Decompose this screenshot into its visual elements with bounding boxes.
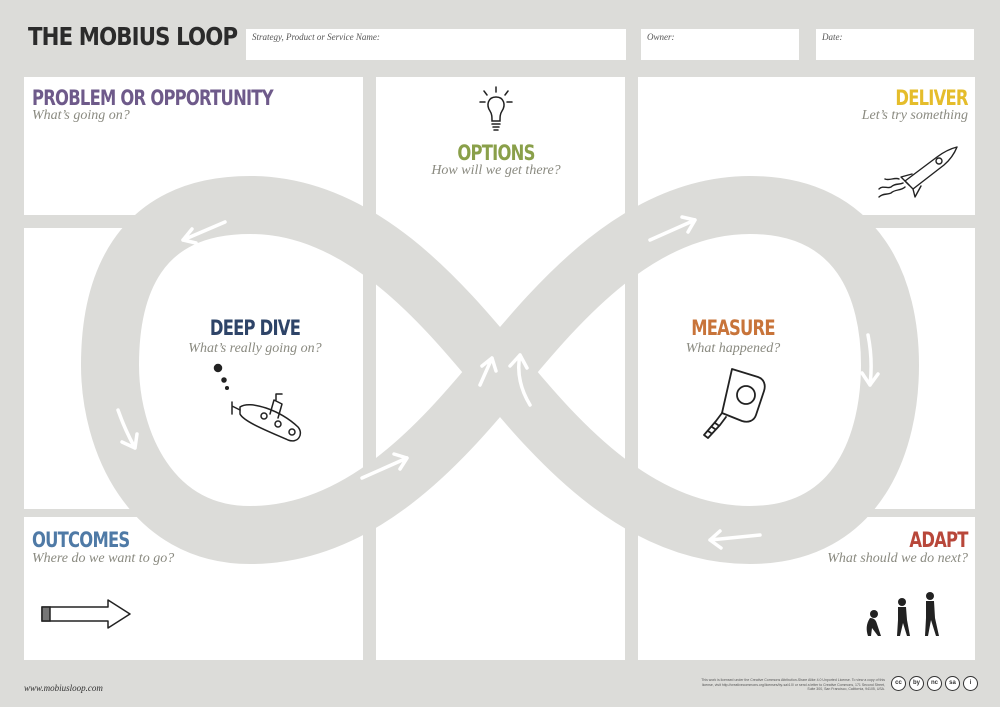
arrow-top-right	[648, 215, 697, 242]
sa-badge-icon: sa	[945, 676, 960, 691]
deep-dive-title: DEEP DIVE	[209, 316, 301, 340]
arrow-center-up	[478, 356, 498, 387]
nc-badge-icon: nc	[927, 676, 942, 691]
rocket-icon	[878, 146, 958, 198]
strategy-label: Strategy, Product or Service Name:	[252, 32, 380, 42]
loop-band	[81, 176, 919, 564]
submarine-icon	[213, 363, 302, 442]
arrow-right-icon	[41, 599, 131, 629]
date-field[interactable]: Date:	[816, 29, 974, 60]
deep-dive-subtitle: What’s really going on?	[188, 341, 322, 356]
footer-url[interactable]: www.mobiusloop.com	[24, 683, 103, 693]
deliver-title: DELIVER	[895, 86, 969, 110]
arrow-center-up-2	[508, 353, 532, 407]
arrow-bottom-right	[708, 529, 762, 550]
by-badge-icon: by	[909, 676, 924, 691]
outcomes-subtitle: Where do we want to go?	[32, 551, 175, 566]
deep-dive-panel[interactable]	[24, 228, 363, 509]
measure-subtitle: What happened?	[685, 341, 781, 356]
adapt-subtitle: What should we do next?	[827, 551, 968, 566]
adapt-title: ADAPT	[909, 528, 969, 552]
arrow-left-down	[116, 408, 139, 450]
measure-title: MEASURE	[691, 316, 775, 340]
options-subtitle: How will we get there?	[431, 163, 561, 178]
page-title: THE MOBIUS LOOP	[28, 22, 238, 51]
date-label: Date:	[822, 32, 843, 42]
problem-subtitle: What’s going on?	[32, 108, 130, 123]
deliver-subtitle: Let’s try something	[861, 108, 968, 123]
arrow-bottom-center	[360, 452, 409, 480]
owner-field[interactable]: Owner:	[641, 29, 799, 60]
owner-label: Owner:	[647, 32, 675, 42]
arrow-right-down	[860, 333, 880, 387]
options-title: OPTIONS	[457, 141, 535, 165]
strategy-field[interactable]: Strategy, Product or Service Name:	[246, 29, 626, 60]
outcomes-title: OUTCOMES	[32, 528, 130, 552]
evolution-icon	[866, 592, 939, 636]
problem-title: PROBLEM OR OPPORTUNITY	[32, 86, 274, 110]
lightbulb-icon	[479, 86, 513, 131]
tape-measure-icon	[703, 368, 766, 439]
info-badge-icon: i	[963, 676, 978, 691]
arrow-top-left	[181, 220, 227, 245]
license-text: This work is licensed under the Creative…	[701, 678, 885, 691]
cc-badge-icon: cc	[891, 676, 906, 691]
